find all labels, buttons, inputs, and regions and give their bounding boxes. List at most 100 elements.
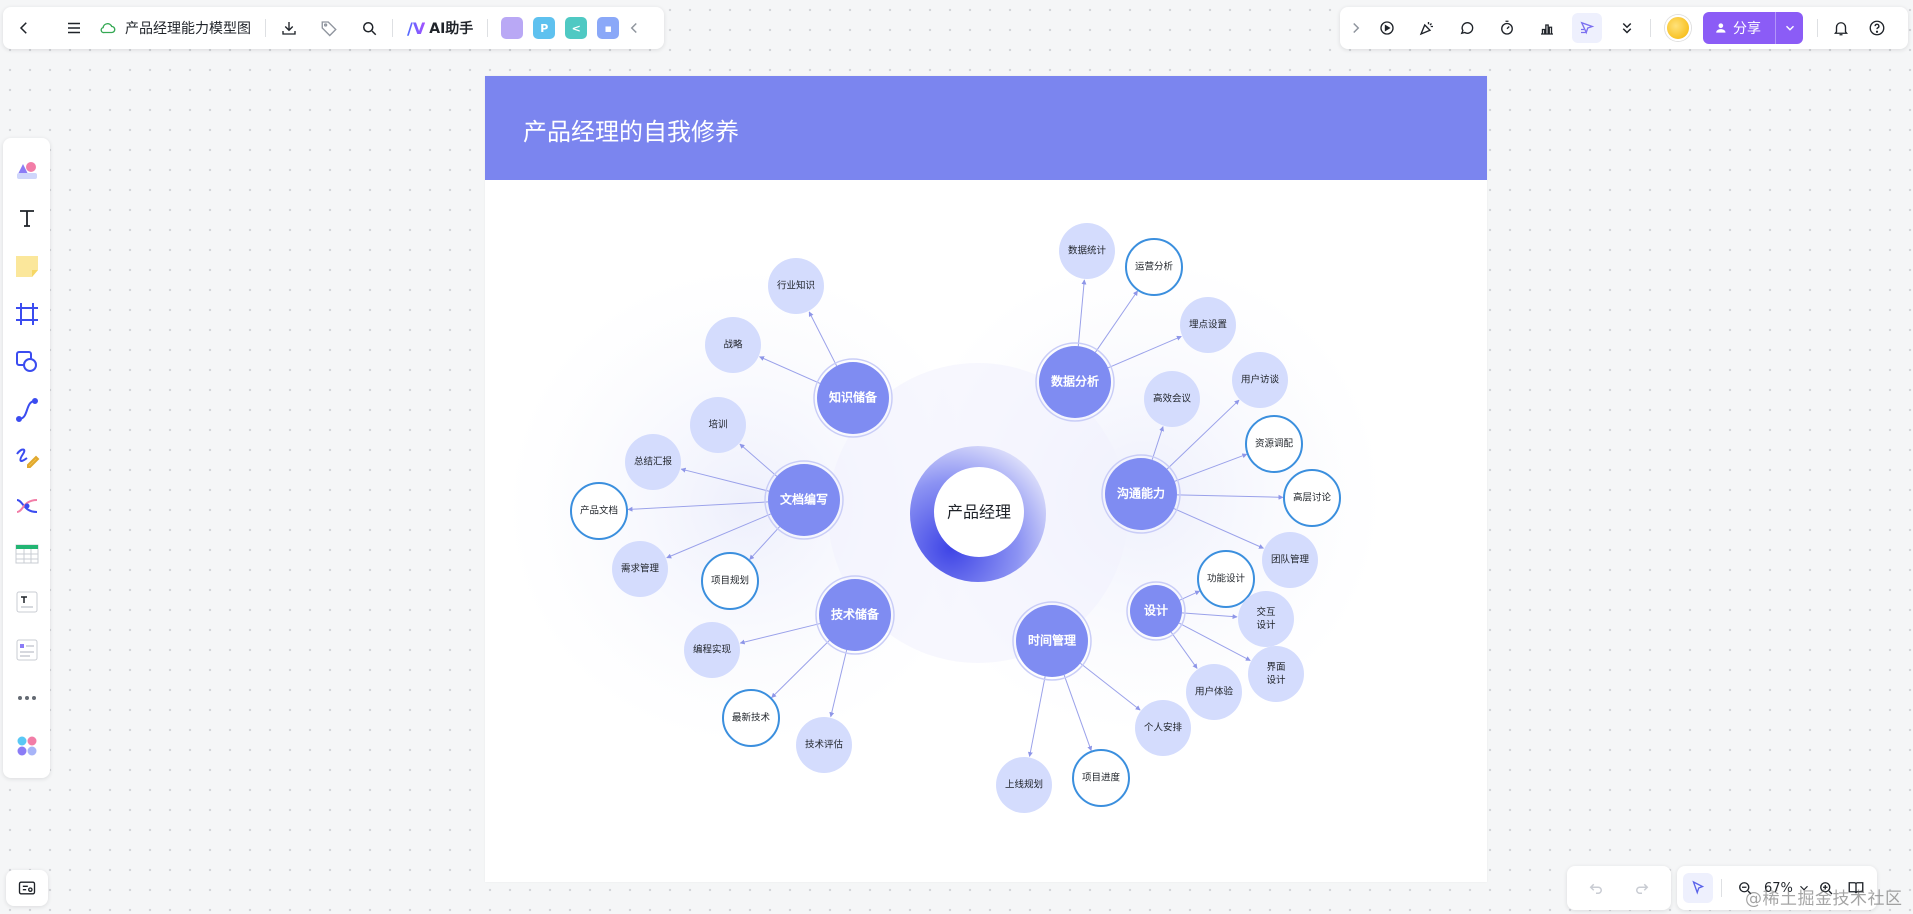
book-icon[interactable] — [1841, 873, 1871, 903]
frame-tool-icon[interactable] — [9, 296, 45, 332]
leaf-node[interactable]: 数据统计 — [1059, 223, 1115, 279]
redo-icon[interactable] — [1627, 873, 1657, 903]
connector-tool-icon[interactable] — [9, 392, 45, 428]
leaf-node[interactable]: 项目进度 — [1072, 749, 1130, 807]
apps-icon[interactable] — [9, 728, 45, 764]
zoom-level[interactable]: 67% — [1764, 880, 1793, 896]
leaf-node-label: 设计 — [1256, 619, 1276, 631]
leaf-node[interactable]: 高效会议 — [1144, 371, 1200, 427]
leaf-node[interactable]: 功能设计 — [1197, 550, 1255, 608]
mindmap-tool-icon[interactable] — [9, 488, 45, 524]
whiteboard-frame[interactable]: 产品经理的自我修养 产品经理知识储备 行业知识战略文档编写培训总结汇报产品文档需求… — [485, 76, 1487, 882]
leaf-node-label: 上线规划 — [1005, 779, 1043, 791]
branch-node-halo — [815, 575, 895, 655]
timer-icon[interactable] — [1492, 13, 1522, 43]
document-title[interactable]: 产品经理能力模型图 — [125, 20, 251, 36]
more-icon[interactable] — [9, 680, 45, 716]
center-node[interactable]: 产品经理 — [910, 446, 1046, 582]
collapse-icon[interactable] — [624, 13, 644, 43]
list-card-icon[interactable] — [9, 632, 45, 668]
tag-icon[interactable] — [314, 13, 344, 43]
leaf-node-label: 个人安排 — [1144, 722, 1183, 734]
help-icon[interactable] — [1862, 13, 1892, 43]
zoom-dropdown-icon[interactable] — [1797, 873, 1811, 903]
branch-node[interactable]: 沟通能力 — [1101, 454, 1181, 534]
ai-assistant-button[interactable]: /V AI助手 — [401, 18, 479, 38]
notification-bell-icon[interactable] — [1826, 13, 1856, 43]
follow-cursor-icon[interactable] — [1572, 13, 1602, 43]
leaf-node[interactable]: 埋点设置 — [1180, 297, 1236, 353]
text-tool-icon[interactable] — [9, 200, 45, 236]
leaf-node[interactable]: 上线规划 — [996, 757, 1052, 813]
select-cursor-icon[interactable] — [1683, 873, 1713, 903]
leaf-node[interactable]: 资源调配 — [1245, 415, 1303, 473]
leaf-node[interactable]: 编程实现 — [684, 622, 740, 678]
branch-node[interactable]: 知识储备 — [813, 358, 893, 438]
branch-node[interactable]: 时间管理 — [1012, 601, 1092, 681]
leaf-node[interactable]: 需求管理 — [612, 541, 668, 597]
expand-icon[interactable] — [1346, 13, 1366, 43]
leaf-node[interactable]: 用户体验 — [1186, 664, 1242, 720]
cloud-saved-icon — [97, 13, 119, 43]
back-icon[interactable] — [9, 13, 39, 43]
leaf-node[interactable]: 高层讨论 — [1283, 469, 1341, 527]
branch-node[interactable]: 数据分析 — [1035, 342, 1115, 422]
pen-tool-icon[interactable] — [9, 440, 45, 476]
image-plugin-icon[interactable] — [501, 17, 524, 39]
user-avatar[interactable] — [1665, 15, 1691, 41]
search-icon[interactable] — [354, 13, 384, 43]
leaf-node[interactable]: 行业知识 — [768, 258, 824, 314]
mindmap-edge — [1166, 399, 1240, 470]
leaf-node[interactable]: 战略 — [705, 317, 761, 373]
leaf-node[interactable]: 运营分析 — [1125, 238, 1183, 296]
leaf-node[interactable]: 个人安排 — [1135, 700, 1191, 756]
zoom-out-icon[interactable] — [1730, 873, 1760, 903]
leaf-node[interactable]: 培训 — [690, 397, 746, 453]
menu-icon[interactable] — [59, 13, 89, 43]
ai-assistant-label: AI助手 — [429, 21, 474, 37]
leaf-node[interactable]: 技术评估 — [796, 717, 852, 773]
leaf-node-circle — [612, 541, 668, 597]
celebrate-icon[interactable] — [1412, 13, 1442, 43]
leaf-node[interactable]: 项目规划 — [701, 552, 759, 610]
leaf-node-label: 总结汇报 — [634, 456, 673, 468]
table-tool-icon[interactable] — [9, 536, 45, 572]
leaf-node[interactable]: 产品文档 — [570, 482, 628, 540]
present-icon[interactable] — [1372, 13, 1402, 43]
text-card-icon[interactable] — [9, 584, 45, 620]
leaf-node-circle — [796, 717, 852, 773]
leaf-node[interactable]: 总结汇报 — [625, 434, 681, 490]
leaf-node-circle — [1072, 749, 1130, 807]
comment-icon[interactable] — [1452, 13, 1482, 43]
share-main-button[interactable]: 分享 — [1703, 18, 1775, 38]
minimap-toggle-icon[interactable] — [6, 870, 48, 906]
undo-icon[interactable] — [1581, 873, 1611, 903]
leaf-node-circle — [1248, 646, 1304, 702]
branch-node[interactable]: 文档编写 — [764, 460, 844, 540]
templates-icon[interactable] — [9, 152, 45, 188]
shape-tool-icon[interactable] — [9, 344, 45, 380]
vote-icon[interactable] — [1532, 13, 1562, 43]
share-options-button[interactable] — [1775, 12, 1803, 44]
zoom-in-icon[interactable] — [1811, 873, 1841, 903]
leaf-node-label: 功能设计 — [1207, 573, 1246, 585]
add-user-icon — [1716, 23, 1726, 33]
branch-node[interactable]: 技术储备 — [815, 575, 895, 655]
frame-title[interactable]: 产品经理的自我修养 — [523, 118, 739, 146]
more-tools-icon[interactable] — [1612, 13, 1642, 43]
leaf-node-label: 行业知识 — [777, 280, 815, 292]
chat-plugin-icon[interactable]: ▪ — [597, 17, 620, 39]
sticky-note-icon[interactable] — [9, 248, 45, 284]
leaf-node[interactable]: 团队管理 — [1262, 532, 1318, 588]
history-group — [1567, 866, 1671, 910]
share-button[interactable]: 分享 — [1703, 12, 1803, 44]
download-icon[interactable] — [274, 13, 304, 43]
leaf-node[interactable]: 最新技术 — [722, 689, 780, 747]
branch-node[interactable]: 设计 — [1126, 581, 1186, 641]
share-plugin-icon[interactable]: < — [565, 17, 588, 39]
p-plugin-icon[interactable]: P — [533, 17, 556, 39]
leaf-node[interactable]: 用户访谈 — [1232, 352, 1288, 408]
